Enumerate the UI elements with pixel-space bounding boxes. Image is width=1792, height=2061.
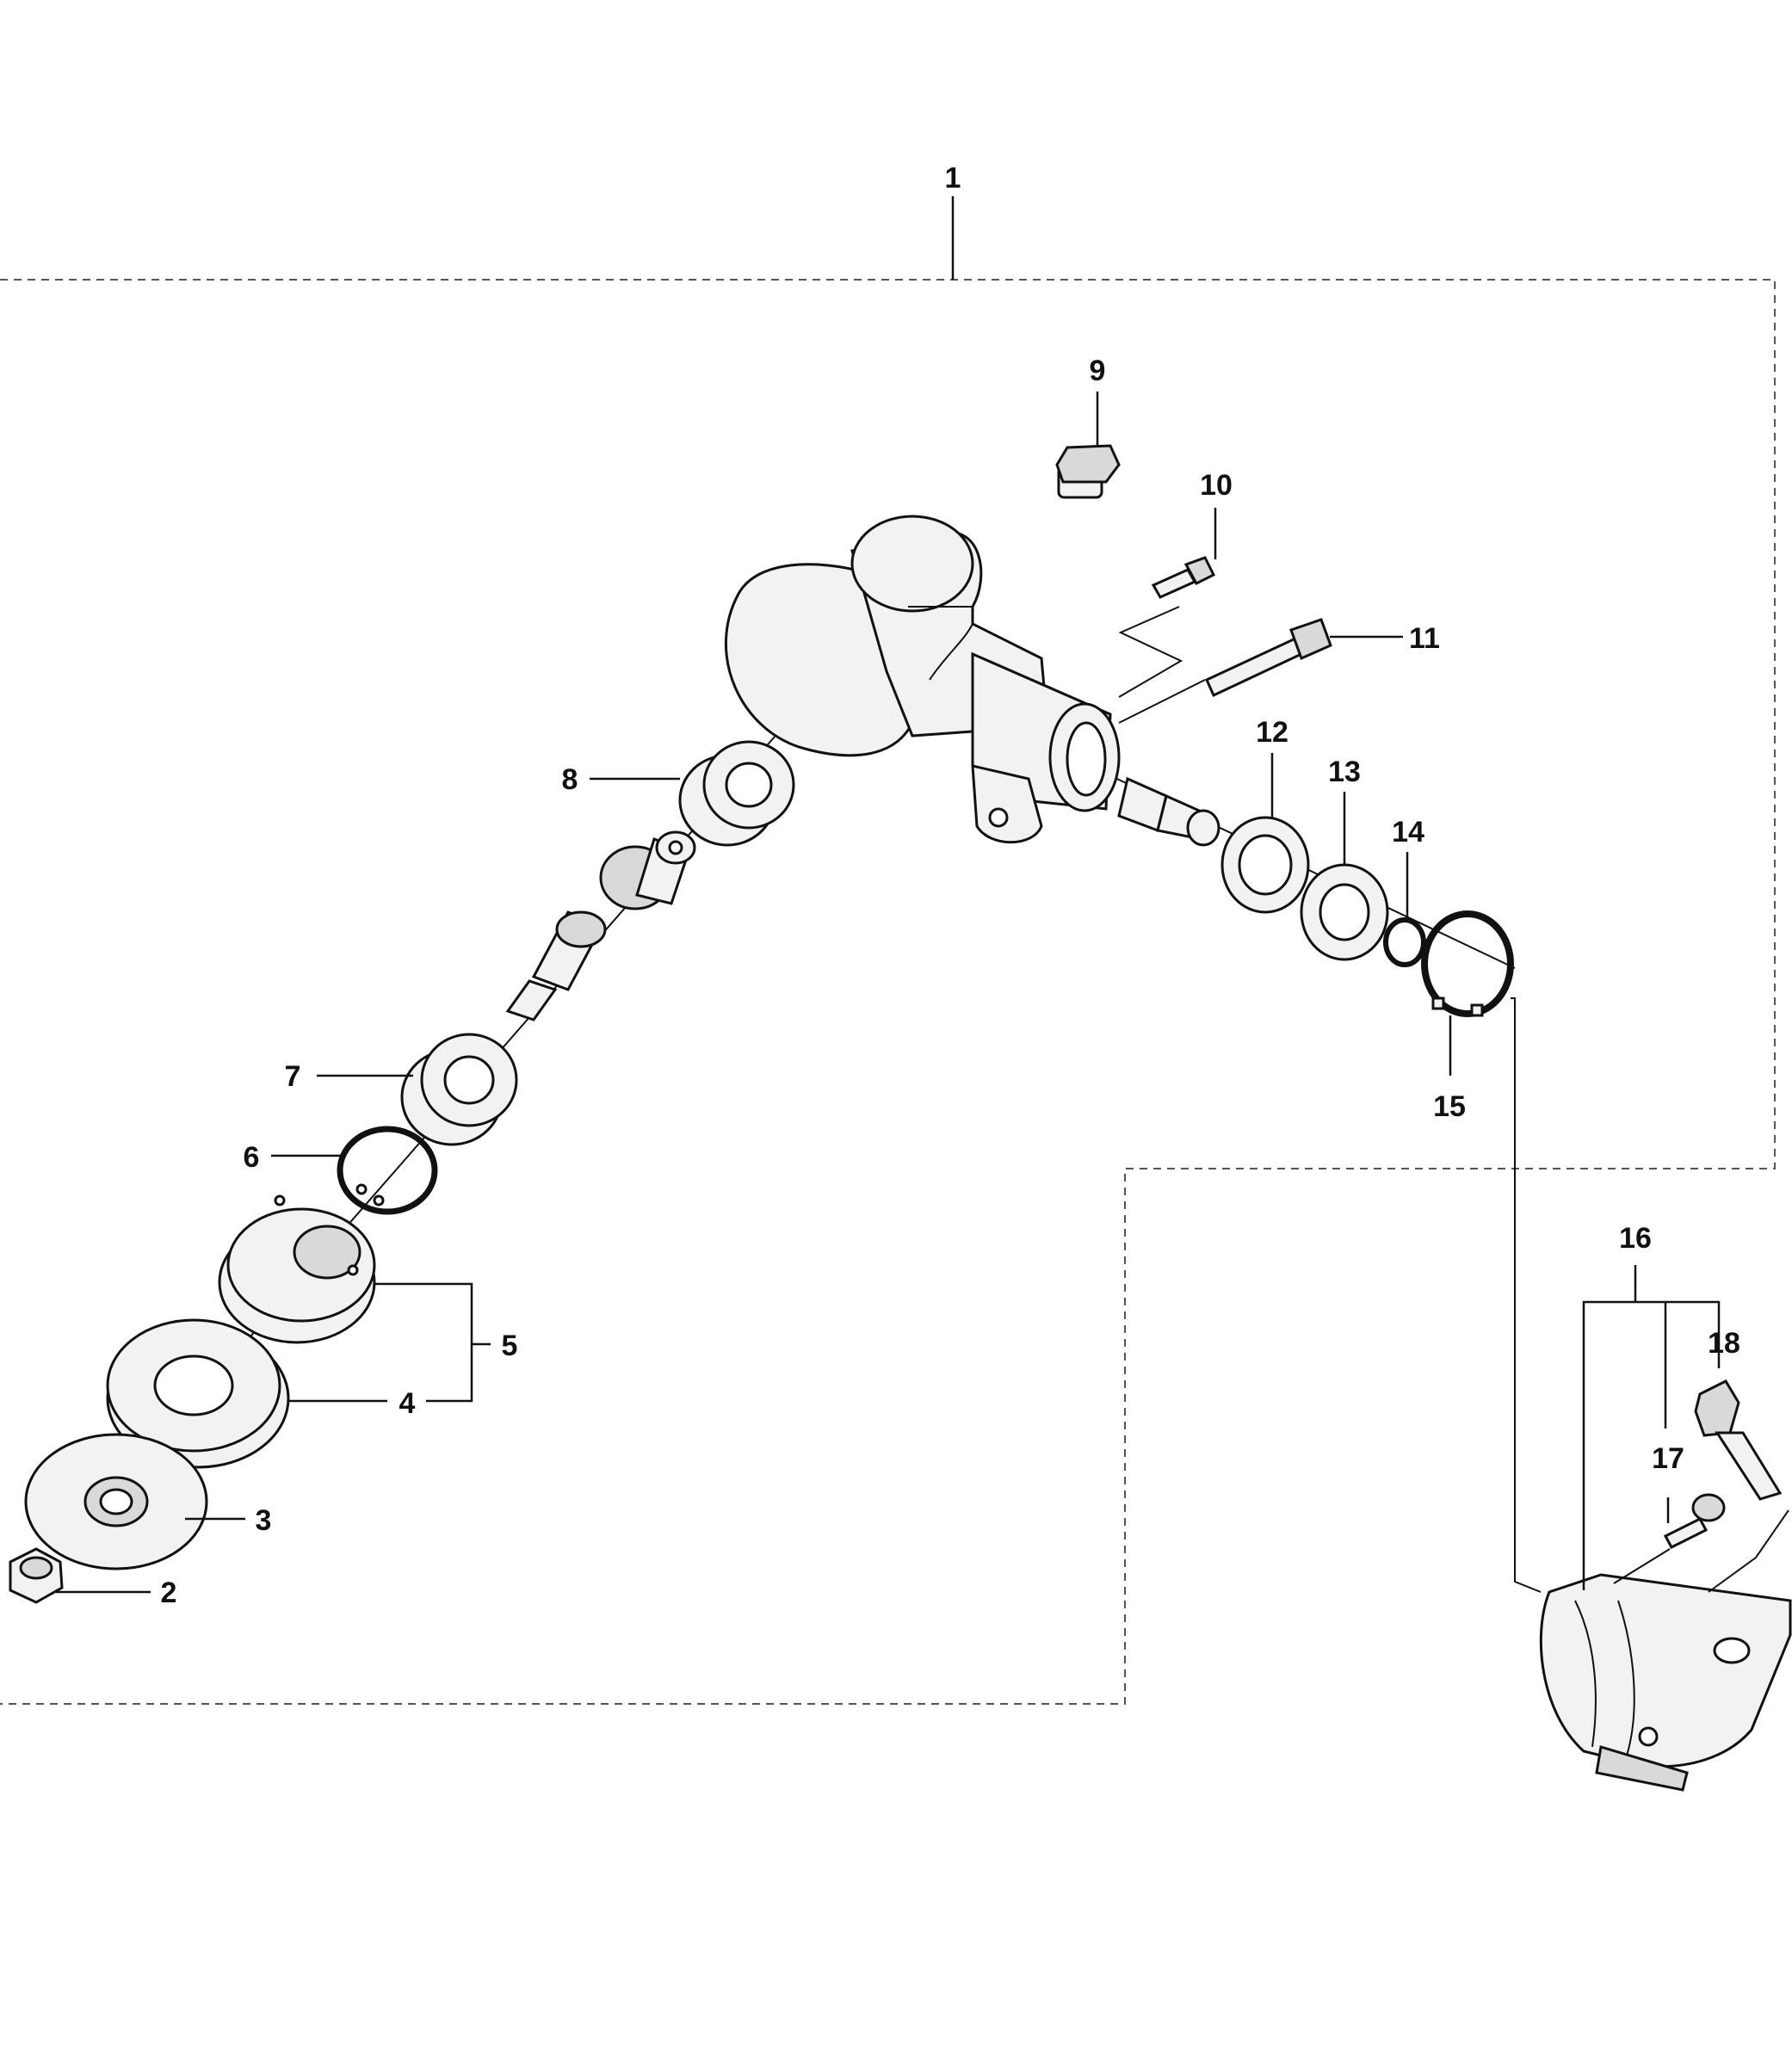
- callout-11: 11: [1409, 622, 1440, 655]
- callout-6: 6: [244, 1141, 260, 1174]
- part-18-hex-bolt: [1694, 1379, 1783, 1501]
- callout-14: 14: [1392, 816, 1424, 848]
- callout-17: 17: [1652, 1442, 1684, 1475]
- callout-7: 7: [285, 1060, 301, 1093]
- assembly-boundary-dashed: [0, 279, 1776, 1705]
- part-11-long-bolt: [1205, 618, 1332, 698]
- callout-12: 12: [1256, 716, 1288, 749]
- bracket-4-5: [374, 1282, 473, 1403]
- callout-15: 15: [1433, 1090, 1466, 1123]
- pinion-gear: [1117, 776, 1220, 847]
- callout-10: 10: [1200, 469, 1233, 502]
- part-12-seal-ring: [1220, 816, 1310, 914]
- part-13-bearing: [1300, 863, 1389, 961]
- part-2-nut: [9, 1547, 64, 1604]
- part-15-circlip: [1421, 910, 1514, 1017]
- part-7-bearing: [400, 1033, 518, 1146]
- callout-1: 1: [945, 162, 961, 194]
- part-6-circlip: [337, 1126, 438, 1215]
- part-4-large-washer: [106, 1318, 290, 1469]
- callout-4: 4: [399, 1387, 416, 1420]
- part-8-bearing: [678, 740, 795, 847]
- callout-8: 8: [562, 763, 578, 796]
- part-5-flange: [218, 1194, 376, 1344]
- callout-3: 3: [256, 1504, 272, 1537]
- part-10-short-screw: [1151, 556, 1216, 599]
- leader-17-to-clamp: [1613, 1548, 1671, 1584]
- callout-5: 5: [502, 1330, 518, 1362]
- callout-2: 2: [161, 1577, 177, 1609]
- part-3-support-cup: [24, 1433, 208, 1570]
- part-17-screw: [1663, 1493, 1726, 1549]
- link-line-15-16: [1511, 997, 1542, 1593]
- leader-18-to-clamp: [1708, 1509, 1789, 1593]
- axis-line-screws: [1118, 606, 1183, 698]
- gear-housing: [724, 515, 1121, 844]
- callout-13: 13: [1328, 756, 1361, 788]
- bracket-16: [1582, 1300, 1721, 1590]
- callout-9: 9: [1090, 355, 1106, 387]
- part-16-clamp: [1539, 1573, 1792, 1792]
- callout-18: 18: [1708, 1327, 1740, 1360]
- part-9-plug-screw: [1055, 444, 1121, 499]
- part-14-small-ring: [1383, 917, 1426, 967]
- spindle-gear-shaft: [505, 830, 696, 1021]
- callout-16: 16: [1619, 1222, 1652, 1255]
- axis-line-bolt: [1118, 679, 1206, 724]
